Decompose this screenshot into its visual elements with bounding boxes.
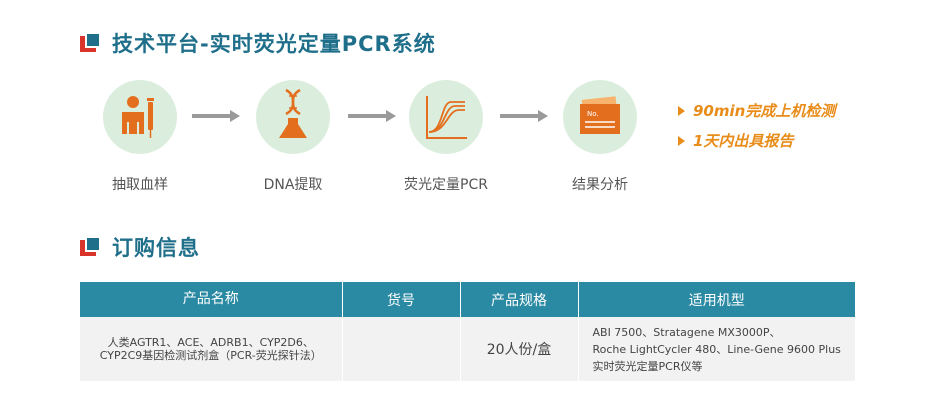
step-label: 荧光定量PCR xyxy=(404,177,488,193)
report-icon: No. xyxy=(580,96,620,134)
triangle-bullet-icon xyxy=(678,135,685,146)
flow-arrow xyxy=(500,110,548,122)
dna-flask-icon xyxy=(279,88,307,138)
table-row: 人类AGTR1、ACE、ADRB1、CYP2D6、 CYP2C9基因检测试剂盒（… xyxy=(80,317,855,381)
step-circle xyxy=(256,80,330,154)
svg-text:No.: No. xyxy=(587,110,599,118)
blood-draw-icon xyxy=(122,96,154,138)
table-header-row: 产品名称 货号 产品规格 适用机型 xyxy=(80,282,855,317)
cell-spec: 20人份/盒 xyxy=(460,317,579,381)
section-title-platform: 技术平台-实时荧光定量PCR系统 xyxy=(112,32,436,56)
section-header-order: 订购信息 xyxy=(80,232,200,262)
feature-item: 90min完成上机检测 xyxy=(678,100,835,121)
step-circle: No. xyxy=(563,80,637,154)
header-models: 适用机型 xyxy=(578,282,855,317)
header-code: 货号 xyxy=(342,282,461,317)
header-product-name: 产品名称 xyxy=(80,282,343,317)
order-table: 产品名称 货号 产品规格 适用机型 人类AGTR1、ACE、ADRB1、CYP2… xyxy=(80,282,855,381)
header-spec: 产品规格 xyxy=(460,282,579,317)
feature-text: 1天内出具报告 xyxy=(693,132,794,150)
cell-code xyxy=(342,317,461,381)
pcr-curve-icon xyxy=(426,96,467,139)
step-label: 结果分析 xyxy=(572,177,628,193)
cell-models: ABI 7500、Stratagene MX3000P、 Roche Light… xyxy=(578,317,855,381)
step-circle xyxy=(409,80,483,154)
section-marker-icon xyxy=(80,236,102,258)
step-blood-draw: 抽取血样 xyxy=(70,80,210,194)
section-marker-icon xyxy=(80,32,102,54)
flow-arrow xyxy=(192,110,240,122)
step-pcr: 荧光定量PCR xyxy=(376,80,516,194)
section-header-platform: 技术平台-实时荧光定量PCR系统 xyxy=(80,28,436,58)
flow-arrow xyxy=(348,110,396,122)
step-result-analysis: No. 结果分析 xyxy=(530,80,670,194)
step-label: DNA提取 xyxy=(263,177,323,193)
feature-text: 90min完成上机检测 xyxy=(693,102,836,120)
step-label: 抽取血样 xyxy=(112,177,168,193)
step-dna-extraction: DNA提取 xyxy=(223,80,363,194)
cell-product-name: 人类AGTR1、ACE、ADRB1、CYP2D6、 CYP2C9基因检测试剂盒（… xyxy=(80,317,343,381)
section-title-order: 订购信息 xyxy=(112,236,200,260)
feature-item: 1天内出具报告 xyxy=(678,130,793,151)
triangle-bullet-icon xyxy=(678,105,685,116)
step-circle xyxy=(103,80,177,154)
